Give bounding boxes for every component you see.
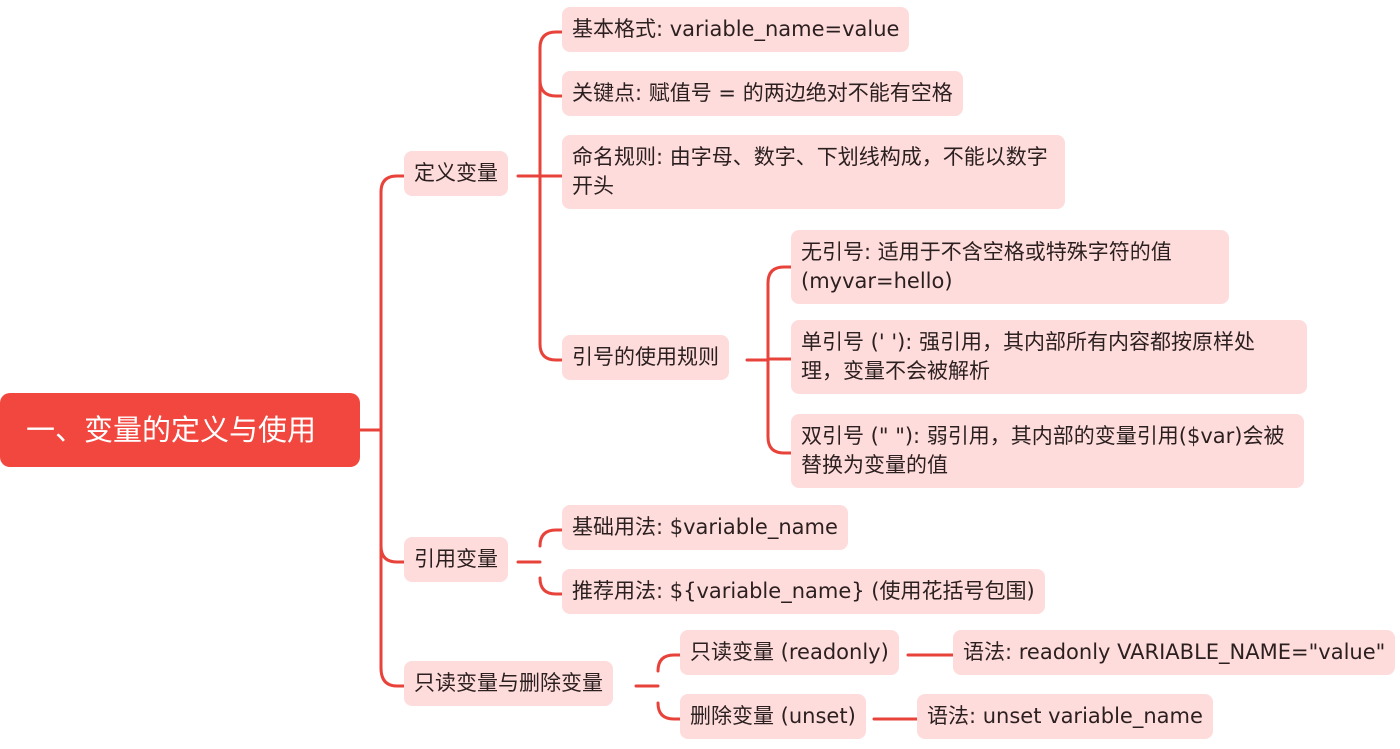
topic-basic-usage[interactable]: 基础用法: $variable_name (562, 505, 848, 550)
topic-unset-syntax-label: 语法: unset variable_name (927, 704, 1203, 728)
topic-reference-variable-label: 引用变量 (414, 547, 498, 571)
topic-readonly-unset-label: 只读变量与删除变量 (414, 671, 603, 695)
topic-recommended-usage[interactable]: 推荐用法: ${variable_name} (使用花括号包围) (562, 569, 1045, 614)
topic-basic-format[interactable]: 基本格式: variable_name=value (562, 7, 910, 52)
topic-recommended-usage-label: 推荐用法: ${variable_name} (使用花括号包围) (572, 579, 1035, 603)
topic-double-quote[interactable]: 双引号 (" "): 弱引用，其内部的变量引用($var)会被替换为变量的值 (791, 414, 1304, 488)
topic-no-quote-label: 无引号: 适用于不含空格或特殊字符的值(myvar=hello) (801, 240, 1172, 293)
topic-readonly-unset[interactable]: 只读变量与删除变量 (404, 661, 613, 706)
root-topic-label: 一、变量的定义与使用 (26, 413, 317, 447)
topic-double-quote-label: 双引号 (" "): 弱引用，其内部的变量引用($var)会被替换为变量的值 (801, 424, 1285, 477)
topic-single-quote[interactable]: 单引号 (' '): 强引用，其内部所有内容都按原样处理，变量不会被解析 (791, 320, 1307, 394)
topic-key-point-label: 关键点: 赋值号 = 的两边绝对不能有空格 (572, 81, 953, 105)
topic-no-quote[interactable]: 无引号: 适用于不含空格或特殊字符的值(myvar=hello) (791, 230, 1229, 304)
topic-naming-rules-label: 命名规则: 由字母、数字、下划线构成，不能以数字开头 (572, 145, 1048, 198)
topic-key-point[interactable]: 关键点: 赋值号 = 的两边绝对不能有空格 (562, 71, 963, 116)
topic-basic-format-label: 基本格式: variable_name=value (572, 17, 900, 41)
topic-reference-variable[interactable]: 引用变量 (404, 537, 508, 582)
topic-define-variable-label: 定义变量 (414, 161, 498, 185)
topic-define-variable[interactable]: 定义变量 (404, 151, 508, 196)
topic-readonly-label: 只读变量 (readonly) (690, 640, 889, 664)
topic-single-quote-label: 单引号 (' '): 强引用，其内部所有内容都按原样处理，变量不会被解析 (801, 330, 1256, 383)
topic-readonly-syntax[interactable]: 语法: readonly VARIABLE_NAME="value" (953, 630, 1396, 675)
root-topic[interactable]: 一、变量的定义与使用 (0, 393, 360, 467)
topic-naming-rules[interactable]: 命名规则: 由字母、数字、下划线构成，不能以数字开头 (562, 135, 1065, 209)
topic-readonly-syntax-label: 语法: readonly VARIABLE_NAME="value" (963, 640, 1386, 664)
topic-unset-label: 删除变量 (unset) (690, 704, 856, 728)
topic-quote-rules-label: 引号的使用规则 (572, 345, 719, 369)
topic-quote-rules[interactable]: 引号的使用规则 (562, 335, 729, 380)
topic-basic-usage-label: 基础用法: $variable_name (572, 515, 838, 539)
topic-readonly[interactable]: 只读变量 (readonly) (680, 630, 899, 675)
topic-unset-syntax[interactable]: 语法: unset variable_name (917, 694, 1213, 739)
topic-unset[interactable]: 删除变量 (unset) (680, 694, 866, 739)
